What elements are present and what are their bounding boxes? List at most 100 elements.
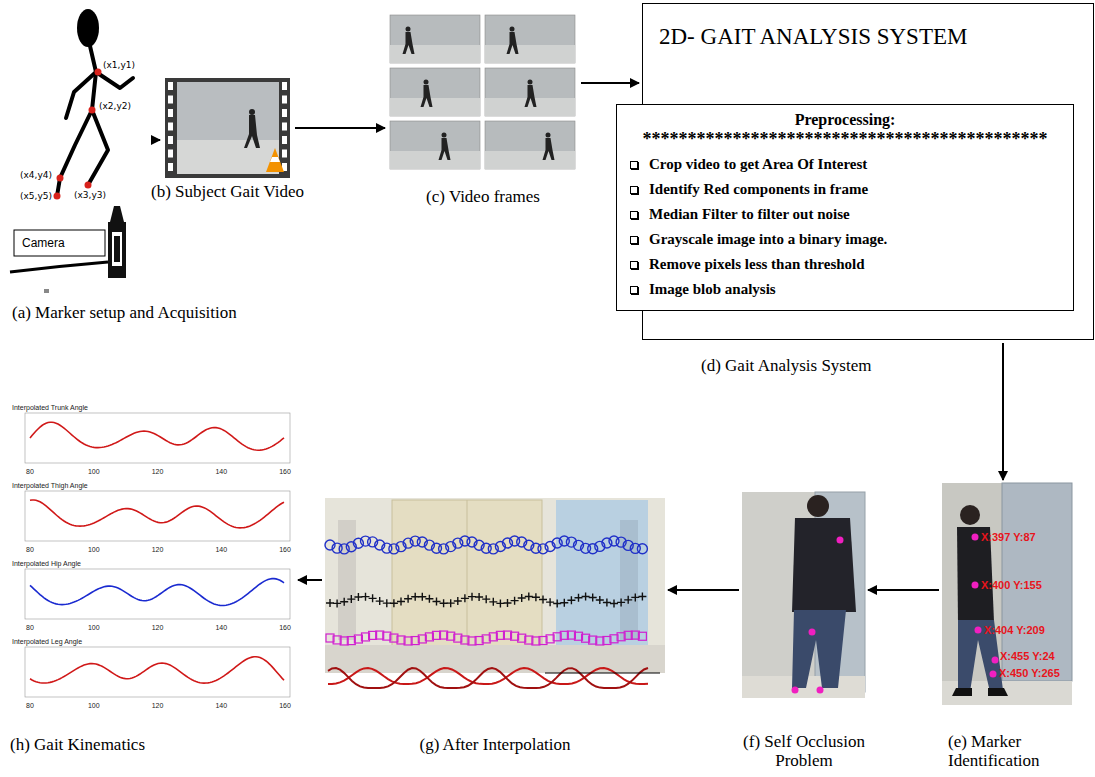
trajectory-plus [362, 593, 370, 601]
marker-position: X:450 Y:265 [999, 667, 1060, 680]
frame-wall [390, 15, 480, 63]
frame-walker [421, 85, 433, 107]
person-head [960, 505, 980, 525]
plot-title: Interpolated Hip Angle [12, 559, 81, 568]
film-strip [165, 78, 290, 178]
trajectory-circle [389, 544, 399, 554]
connector-arrow [581, 82, 639, 84]
camera-top [110, 206, 124, 222]
trajectory-plus [525, 593, 533, 601]
trajectory-circle [503, 538, 513, 548]
axis-tick: 100 [88, 623, 100, 632]
axis-tick: 80 [26, 701, 34, 710]
trajectory-plus [326, 599, 334, 607]
trajectory-plus [411, 593, 419, 601]
limb [88, 110, 108, 185]
limb [66, 72, 96, 118]
axis-tick: 160 [279, 545, 291, 554]
frame-wall [485, 121, 575, 169]
connector-arrow [295, 127, 385, 129]
person-head [807, 495, 829, 517]
system-box: 2D- GAIT ANALYSIS SYSTEM(d) Gait Analysi… [642, 3, 1094, 340]
trajectory-plus [546, 598, 554, 606]
camera-lens [114, 236, 120, 262]
trajectory-circle [488, 544, 498, 554]
panel-caption: (e) Marker Identification [948, 732, 1078, 770]
trajectory-circle [637, 544, 647, 554]
axis-tick: 120 [152, 701, 164, 710]
sprocket-hole [282, 136, 287, 144]
bullet-item: Identify Red components in frame [627, 177, 1063, 202]
marker-dot [95, 69, 102, 76]
trajectory-plus [603, 598, 611, 606]
head [77, 9, 99, 47]
scale-line [545, 673, 660, 674]
trajectory-plus [461, 594, 469, 602]
camera-body [108, 222, 126, 278]
sprocket-hole [168, 109, 173, 117]
film-wall [177, 82, 279, 174]
trajectory-plus [589, 593, 597, 601]
photo-ground [325, 498, 665, 673]
trajectory-plus [397, 597, 405, 605]
bullet-item: Image blob analysis [627, 277, 1063, 302]
axis-tick: 140 [215, 467, 227, 476]
cone [266, 148, 284, 172]
panel-caption: (b) Subject Gait Video [151, 182, 304, 201]
plot-frame [25, 647, 290, 697]
marker-dot [972, 582, 979, 589]
marker-dot [792, 687, 799, 694]
trajectory-plus [624, 596, 632, 604]
trajectory-plus [511, 597, 519, 605]
door [392, 500, 542, 668]
marker-dot [990, 671, 997, 678]
person-shoes [952, 688, 1008, 696]
frame-wall [390, 121, 480, 169]
marker-dot [89, 107, 96, 114]
trajectory-circle [439, 544, 449, 554]
video-panel: (b) Subject Gait Video [163, 76, 292, 180]
frame-floor [390, 151, 480, 169]
acquisition-panel: (a) Marker setup and Acquisition [8, 4, 148, 299]
photo-wall [942, 483, 1072, 705]
bullet-item: Crop video to get Area Of Interest [627, 152, 1063, 177]
sprocket-hole [168, 150, 173, 158]
marker-dot [992, 657, 999, 664]
trajectory-plus [631, 593, 639, 601]
frame-floor [485, 45, 575, 63]
frame-walker-head [442, 133, 447, 138]
limb [96, 72, 133, 88]
sprocket-hole [168, 136, 173, 144]
camera-label: Camera [22, 236, 65, 250]
frame-wall [485, 15, 575, 63]
axis-tick: 100 [88, 701, 100, 710]
trajectory-plus [567, 596, 575, 604]
plot-frame [25, 491, 290, 541]
panel-caption: (d) Gait Analysis System [701, 356, 871, 375]
small-mark [44, 289, 49, 293]
limb [57, 110, 92, 196]
axis-tick: 80 [26, 545, 34, 554]
marker-coordinate: (x4,y4) [20, 170, 52, 180]
occlusion-panel: (f) Self Occlusion Problem [742, 492, 865, 698]
frame-walker [507, 32, 519, 54]
frames-panel: (c) Video frames [388, 12, 578, 172]
trajectory-plus [482, 595, 490, 603]
cone-stripe [270, 157, 280, 162]
walker-body [244, 115, 260, 148]
trajectory-circle [552, 538, 562, 548]
sprocket-hole [282, 123, 287, 131]
panel-caption: (f) Self Occlusion Problem [729, 732, 879, 770]
trajectory-plus [575, 594, 583, 602]
box-heading: Preprocessing: [627, 110, 1063, 130]
trajectory-plus [489, 598, 497, 606]
ghost-walker [338, 520, 356, 640]
interpolation-panel: (g) After Interpolation [325, 498, 665, 673]
trajectory-plus [532, 593, 540, 601]
axis-tick: 160 [279, 467, 291, 476]
frame-walker-head [528, 80, 533, 85]
panel-caption: (a) Marker setup and Acquisition [12, 303, 237, 322]
frame-walker [525, 85, 537, 107]
sprocket-hole [282, 82, 287, 90]
plot-curve [30, 422, 284, 450]
